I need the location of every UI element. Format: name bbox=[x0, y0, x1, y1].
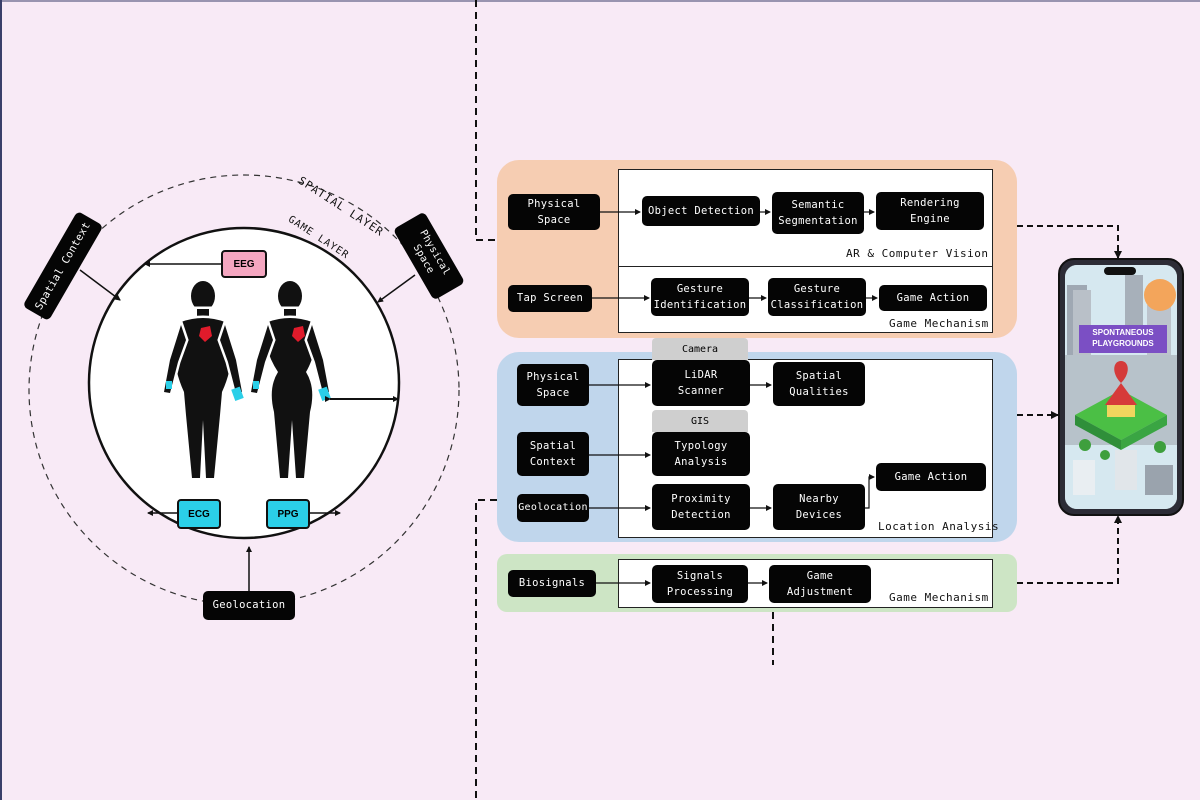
ecg-signal-box[interactable]: ECG bbox=[177, 499, 221, 529]
phone-notch bbox=[1104, 267, 1136, 275]
heart-icon bbox=[199, 326, 212, 342]
phone-sensor-icon bbox=[231, 386, 244, 402]
eeg-signal-box[interactable]: EEG bbox=[221, 250, 267, 278]
game-mechanism-title: Game Mechanism bbox=[889, 317, 989, 330]
gesture-identification-node[interactable]: Gesture Identification bbox=[651, 278, 749, 316]
bio-game-mechanism-title: Game Mechanism bbox=[889, 591, 989, 604]
game-layer-circle bbox=[87, 226, 401, 540]
physical-space-input[interactable]: Physical Space bbox=[508, 194, 600, 230]
city-illustration bbox=[1065, 265, 1177, 509]
geolocation-location-input[interactable]: Geolocation bbox=[517, 494, 589, 522]
spatial-context-location-input[interactable]: Spatial Context bbox=[517, 432, 589, 476]
camera-tag: Camera bbox=[652, 338, 748, 360]
game-action-node-location[interactable]: Game Action bbox=[876, 463, 986, 491]
physical-space-location-input[interactable]: Physical Space bbox=[517, 364, 589, 406]
typology-analysis-node[interactable]: Typology Analysis bbox=[652, 432, 750, 476]
biosignals-input[interactable]: Biosignals bbox=[508, 570, 596, 597]
spatial-context-arrow bbox=[79, 269, 121, 301]
wrist-sensor-icon bbox=[166, 381, 172, 389]
spatial-layer-circle bbox=[28, 174, 460, 606]
game-adjustment-node[interactable]: Game Adjustment bbox=[769, 565, 871, 603]
smartphone-mockup[interactable]: SPONTANEOUS PLAYGROUNDS bbox=[1058, 258, 1184, 516]
signals-processing-node[interactable]: Signals Processing bbox=[652, 565, 748, 603]
gesture-classification-node[interactable]: Gesture Classification bbox=[768, 278, 866, 316]
spontaneous-playgrounds-banner: SPONTANEOUS PLAYGROUNDS bbox=[1079, 325, 1167, 353]
human-figure-left bbox=[161, 278, 245, 481]
lidar-scanner-node[interactable]: LiDAR Scanner bbox=[652, 360, 750, 406]
location-analysis-title: Location Analysis bbox=[878, 520, 1000, 533]
ar-to-phone-connector bbox=[1017, 225, 1122, 259]
ppg-signal-box[interactable]: PPG bbox=[266, 499, 310, 529]
spatial-qualities-node[interactable]: Spatial Qualities bbox=[773, 362, 865, 406]
physical-space-arrow bbox=[377, 274, 416, 303]
human-figure-right bbox=[248, 278, 332, 481]
proximity-detection-node[interactable]: Proximity Detection bbox=[652, 484, 750, 530]
ar-panel-title: AR & Computer Vision bbox=[846, 247, 989, 260]
divider-line-top bbox=[475, 0, 497, 241]
heart-icon bbox=[292, 326, 305, 342]
bio-to-phone-connector bbox=[1017, 515, 1122, 584]
object-detection-node[interactable]: Object Detection bbox=[642, 196, 760, 226]
semantic-segmentation-node[interactable]: Semantic Segmentation bbox=[772, 192, 864, 234]
divider-line-bottom bbox=[475, 499, 497, 800]
nearby-devices-node[interactable]: Nearby Devices bbox=[773, 484, 865, 530]
wrist-sensor-icon bbox=[253, 381, 259, 389]
gis-tag: GIS bbox=[652, 410, 748, 432]
geolocation-node[interactable]: Geolocation bbox=[203, 591, 295, 620]
game-action-node-ar[interactable]: Game Action bbox=[879, 285, 987, 311]
rendering-engine-node[interactable]: Rendering Engine bbox=[876, 192, 984, 230]
phone-screen: SPONTANEOUS PLAYGROUNDS bbox=[1065, 265, 1177, 509]
tap-screen-input[interactable]: Tap Screen bbox=[508, 285, 592, 312]
